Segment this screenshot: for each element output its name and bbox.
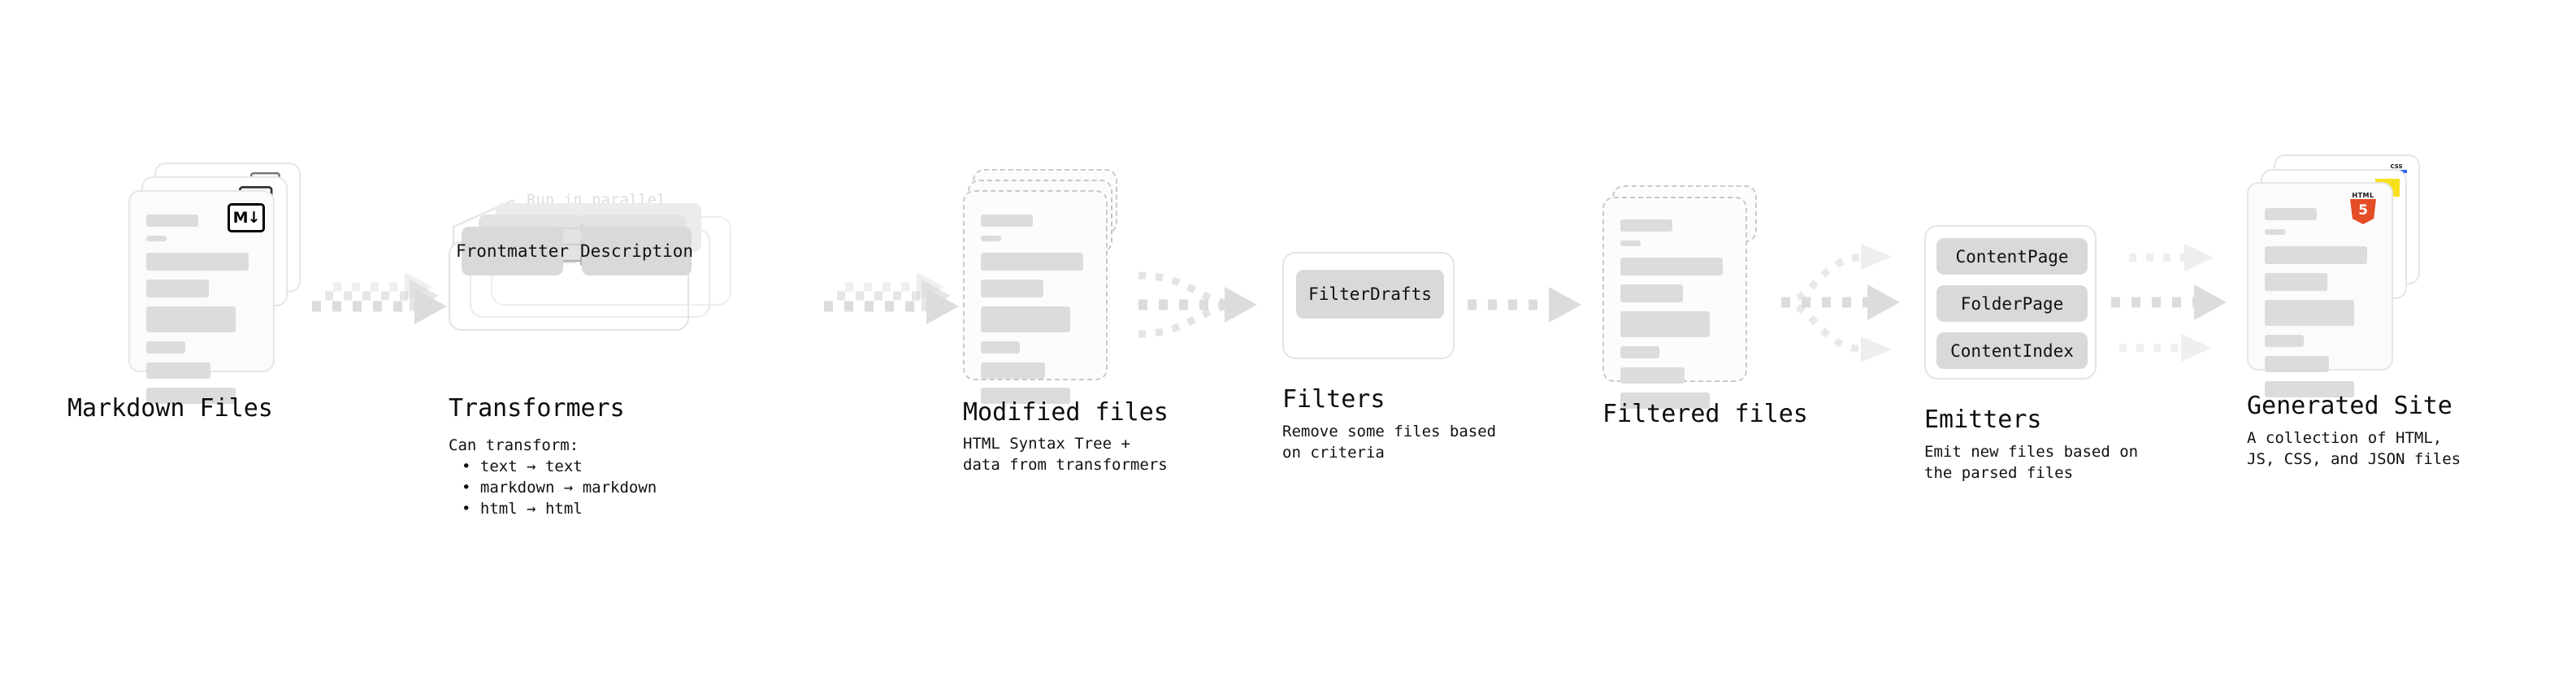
stage-title-filters: Filters xyxy=(1282,385,1386,414)
transformer-pill-frontmatter[interactable]: Frontmatter xyxy=(456,227,569,275)
filtered-card-front xyxy=(1602,197,1747,409)
text-line xyxy=(981,362,1045,379)
site-card-stack: CSS HTML 5 xyxy=(2247,154,2422,423)
text-line xyxy=(1620,311,1710,337)
emitters-desc-1: the parsed files xyxy=(1924,464,2074,482)
text-line xyxy=(146,236,167,241)
text-line xyxy=(981,215,1033,227)
text-line xyxy=(2265,273,2327,291)
markdown-card-content xyxy=(130,192,273,404)
transformers-desc-item-1: • markdown → markdown xyxy=(462,479,657,497)
text-line xyxy=(1620,219,1672,232)
transformer-pill-description[interactable]: Description xyxy=(580,227,693,275)
arrow-filtered-to-emitters xyxy=(1780,244,1900,362)
stage-generated-site: CSS HTML 5 xyxy=(2247,154,2461,468)
text-line xyxy=(981,388,1070,404)
arrow-modified-to-filters xyxy=(1138,271,1257,338)
emitters-desc-0: Emit new files based on xyxy=(1924,443,2139,461)
stage-filtered-files: Filtered files xyxy=(1602,163,1808,428)
css-icon-label: CSS xyxy=(2390,163,2403,170)
filters-group: FilterDrafts xyxy=(1282,252,1455,359)
modified-card-front xyxy=(963,190,1108,404)
modified-files-desc-0: HTML Syntax Tree + xyxy=(963,435,1130,453)
text-line xyxy=(146,306,236,332)
text-line xyxy=(2265,300,2354,326)
site-card-front-html: HTML 5 xyxy=(2247,182,2393,397)
filters-desc-1: on criteria xyxy=(1282,444,1385,462)
text-line xyxy=(1620,241,1641,246)
text-line xyxy=(1620,367,1685,384)
generated-site-desc-1: JS, CSS, and JSON files xyxy=(2247,450,2461,468)
arrow-filters-to-filtered xyxy=(1468,287,1581,323)
html5-icon-digit: 5 xyxy=(2358,202,2368,219)
text-line xyxy=(2265,208,2317,220)
emitter-pill-folderpage[interactable]: FolderPage xyxy=(1936,285,2088,322)
html5-icon-caption: HTML xyxy=(2352,192,2374,199)
emitter-pill-contentindex[interactable]: ContentIndex xyxy=(1936,332,2088,369)
markdown-card-front: M↓ xyxy=(128,190,275,404)
text-line xyxy=(146,253,249,271)
generated-site-desc-0: A collection of HTML, xyxy=(2247,429,2443,447)
transformers-desc-heading: Can transform: xyxy=(449,436,579,454)
text-line xyxy=(146,362,210,379)
text-line xyxy=(1620,346,1659,358)
text-line xyxy=(1620,258,1723,275)
filter-pill-filterdrafts[interactable]: FilterDrafts xyxy=(1296,270,1444,319)
text-line xyxy=(2265,381,2354,397)
filtered-card-stack xyxy=(1602,163,1773,423)
arrow-emitters-to-site xyxy=(2111,244,2227,362)
text-line xyxy=(981,253,1083,271)
text-line xyxy=(2265,246,2367,264)
text-line xyxy=(146,388,236,404)
arrow-transformers-to-modified xyxy=(824,272,959,324)
stage-title-filtered-files: Filtered files xyxy=(1602,400,1808,428)
text-line xyxy=(1620,284,1683,302)
text-line xyxy=(146,341,185,354)
stage-modified-files: Modified files HTML Syntax Tree + data f… xyxy=(963,163,1169,474)
modified-card-content xyxy=(965,192,1106,404)
modified-card-stack xyxy=(963,163,1134,423)
text-line xyxy=(981,341,1020,354)
markdown-icon: M↓ xyxy=(228,203,265,232)
stage-title-markdown-files: Markdown Files xyxy=(67,394,273,423)
text-line xyxy=(2265,356,2329,372)
modified-files-desc-1: data from transformers xyxy=(963,456,1168,474)
transformers-desc-item-0: • text → text xyxy=(462,458,583,475)
text-line xyxy=(146,215,198,227)
stage-title-modified-files: Modified files xyxy=(963,398,1169,427)
filters-desc-0: Remove some files based xyxy=(1282,423,1497,440)
text-line xyxy=(2265,335,2304,347)
text-line xyxy=(1620,393,1710,409)
site-card-content xyxy=(2249,184,2392,397)
text-line xyxy=(146,280,209,297)
text-line xyxy=(981,306,1070,332)
stage-markdown-files: M↓ M↓ M↓ Markdown Files xyxy=(67,163,303,423)
html5-icon-shield: 5 xyxy=(2350,199,2376,224)
markdown-card-stack: M↓ M↓ M↓ xyxy=(128,163,303,423)
stage-title-generated-site: Generated Site xyxy=(2247,392,2452,420)
transformers-desc-item-2: • html → html xyxy=(462,500,583,518)
stage-title-emitters: Emitters xyxy=(1924,406,2042,434)
transformer-group-front: Frontmatter Description Frontmatter Desc… xyxy=(449,203,701,331)
emitters-group: ContentPage FolderPage ContentIndex xyxy=(1924,225,2097,380)
filtered-card-content xyxy=(1604,198,1746,409)
arrow-markdown-to-transformers xyxy=(312,272,447,324)
text-line xyxy=(2265,229,2285,235)
text-line xyxy=(981,236,1001,241)
stage-title-transformers: Transformers xyxy=(449,394,625,423)
emitter-pill-contentpage[interactable]: ContentPage xyxy=(1936,238,2088,275)
html5-icon: HTML 5 xyxy=(2349,192,2377,224)
text-line xyxy=(981,280,1043,297)
